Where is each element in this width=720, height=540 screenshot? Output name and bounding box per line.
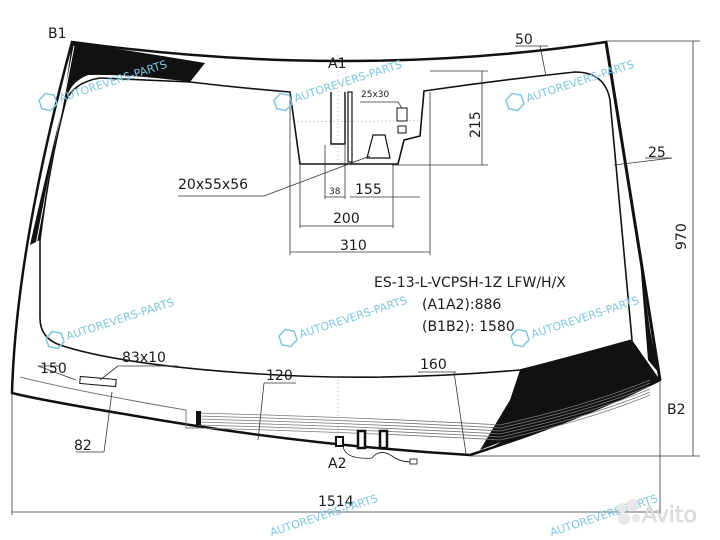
ar-logo-icon (38, 92, 58, 112)
dim-height: 970 (674, 223, 690, 250)
ar-logo-icon (510, 328, 530, 348)
connector (335, 436, 344, 447)
dim-bottom-band-2: 160 (420, 357, 447, 373)
dim-bottom-left: 82 (74, 438, 92, 454)
connector (356, 429, 367, 450)
dim-mid-width: 200 (333, 211, 360, 227)
point-b2: B2 (667, 402, 686, 418)
ar-logo-icon (273, 92, 293, 112)
dim-right-section: 155 (355, 182, 382, 198)
dim-total-cutout: 310 (340, 238, 367, 254)
dim-sensor-area-height: 215 (468, 111, 484, 138)
dim-width: 1514 (318, 494, 354, 510)
dim-top-band: 50 (515, 32, 533, 48)
dim-slot-width: 38 (329, 187, 341, 197)
vision-area (39, 71, 633, 378)
point-a2: A2 (328, 456, 346, 472)
point-b1: B1 (48, 26, 67, 42)
label-block (79, 375, 117, 388)
slot (330, 92, 346, 145)
top-left-black-band (66, 42, 205, 100)
dimension-lines (11, 40, 700, 515)
heating-strips (197, 379, 651, 441)
dim-mirror-mount: 20x55x56 (178, 177, 248, 193)
ar-logo-icon (278, 328, 298, 348)
b1b2-distance: (B1B2): 1580 (422, 319, 515, 335)
dim-left-offset: 150 (40, 361, 67, 377)
glass-outline (10, 40, 662, 457)
dim-bottom-band-1: 120 (266, 368, 293, 384)
svg-text:Avito: Avito (642, 503, 697, 528)
ar-logo-icon (505, 92, 525, 112)
point-a1: A1 (328, 56, 346, 72)
ar-logo-icon (45, 330, 65, 350)
connector (378, 429, 389, 450)
dim-side-band: 25 (648, 145, 666, 161)
mirror-mount (366, 134, 391, 159)
avito-logo: Avito (617, 499, 697, 528)
dim-sensor-size: 25x30 (361, 90, 390, 100)
a1a2-distance: (A1A2):886 (422, 297, 501, 313)
dim-label-block: 83x10 (122, 350, 166, 366)
part-code: ES-13-L-VCPSH-1Z LFW/H/X (374, 275, 566, 291)
sensor-box (396, 107, 408, 122)
left-pillar-band (30, 42, 76, 245)
